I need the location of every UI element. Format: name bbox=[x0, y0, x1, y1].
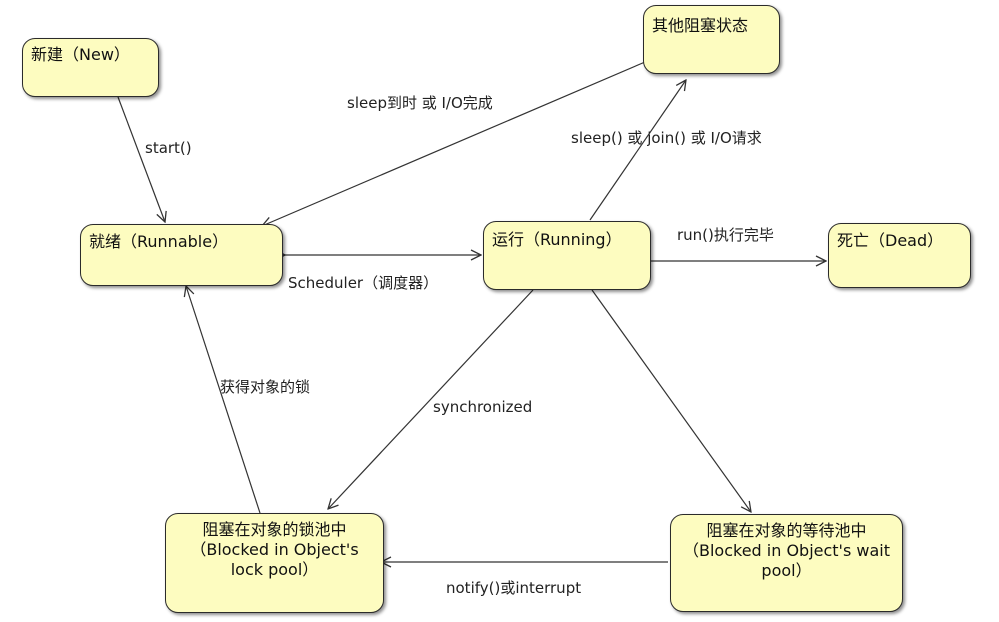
label-start: start() bbox=[145, 139, 192, 157]
state-wait-pool-line1: 阻塞在对象的等待池中 bbox=[706, 521, 867, 540]
state-lock-pool-line2: （Blocked in Object's bbox=[190, 540, 359, 559]
arrow-sleep-join-io bbox=[589, 80, 686, 221]
arrow-wait bbox=[591, 289, 751, 512]
state-dead-label: 死亡（Dead） bbox=[837, 231, 944, 250]
arrow-acquire-lock bbox=[186, 286, 261, 514]
state-wait-pool: 阻塞在对象的等待池中 （Blocked in Object's wait poo… bbox=[670, 514, 903, 612]
state-blocked-other-label: 其他阻塞状态 bbox=[652, 16, 749, 35]
arrow-sleep-done bbox=[262, 61, 646, 226]
label-synchronized: synchronized bbox=[433, 398, 533, 416]
arrow-start bbox=[117, 96, 165, 222]
label-sleep-done: sleep到时 或 I/O完成 bbox=[347, 94, 493, 112]
state-lock-pool: 阻塞在对象的锁池中 （Blocked in Object's lock pool… bbox=[165, 513, 384, 613]
state-lock-pool-line1: 阻塞在对象的锁池中 bbox=[202, 520, 347, 539]
state-blocked-other: 其他阻塞状态 bbox=[643, 5, 780, 74]
label-run-done: run()执行完毕 bbox=[677, 226, 774, 244]
state-runnable-label: 就绪（Runnable） bbox=[89, 232, 229, 251]
label-notify: notify()或interrupt bbox=[446, 579, 582, 597]
state-wait-pool-line3: pool） bbox=[761, 561, 812, 580]
arrow-synchronized bbox=[328, 289, 534, 509]
state-lock-pool-line3: lock pool） bbox=[230, 560, 319, 579]
state-dead: 死亡（Dead） bbox=[828, 223, 971, 288]
state-new: 新建（New） bbox=[22, 38, 159, 97]
state-running: 运行（Running） bbox=[483, 221, 651, 290]
state-new-label: 新建（New） bbox=[31, 45, 130, 64]
state-wait-pool-line2: （Blocked in Object's wait bbox=[682, 541, 890, 560]
label-sleep-join-io: sleep() 或 join() 或 I/O请求 bbox=[571, 129, 762, 147]
state-runnable: 就绪（Runnable） bbox=[80, 224, 283, 286]
state-running-label: 运行（Running） bbox=[492, 230, 622, 249]
label-acquire-lock: 获得对象的锁 bbox=[220, 378, 311, 396]
label-scheduler: Scheduler（调度器） bbox=[288, 274, 439, 292]
